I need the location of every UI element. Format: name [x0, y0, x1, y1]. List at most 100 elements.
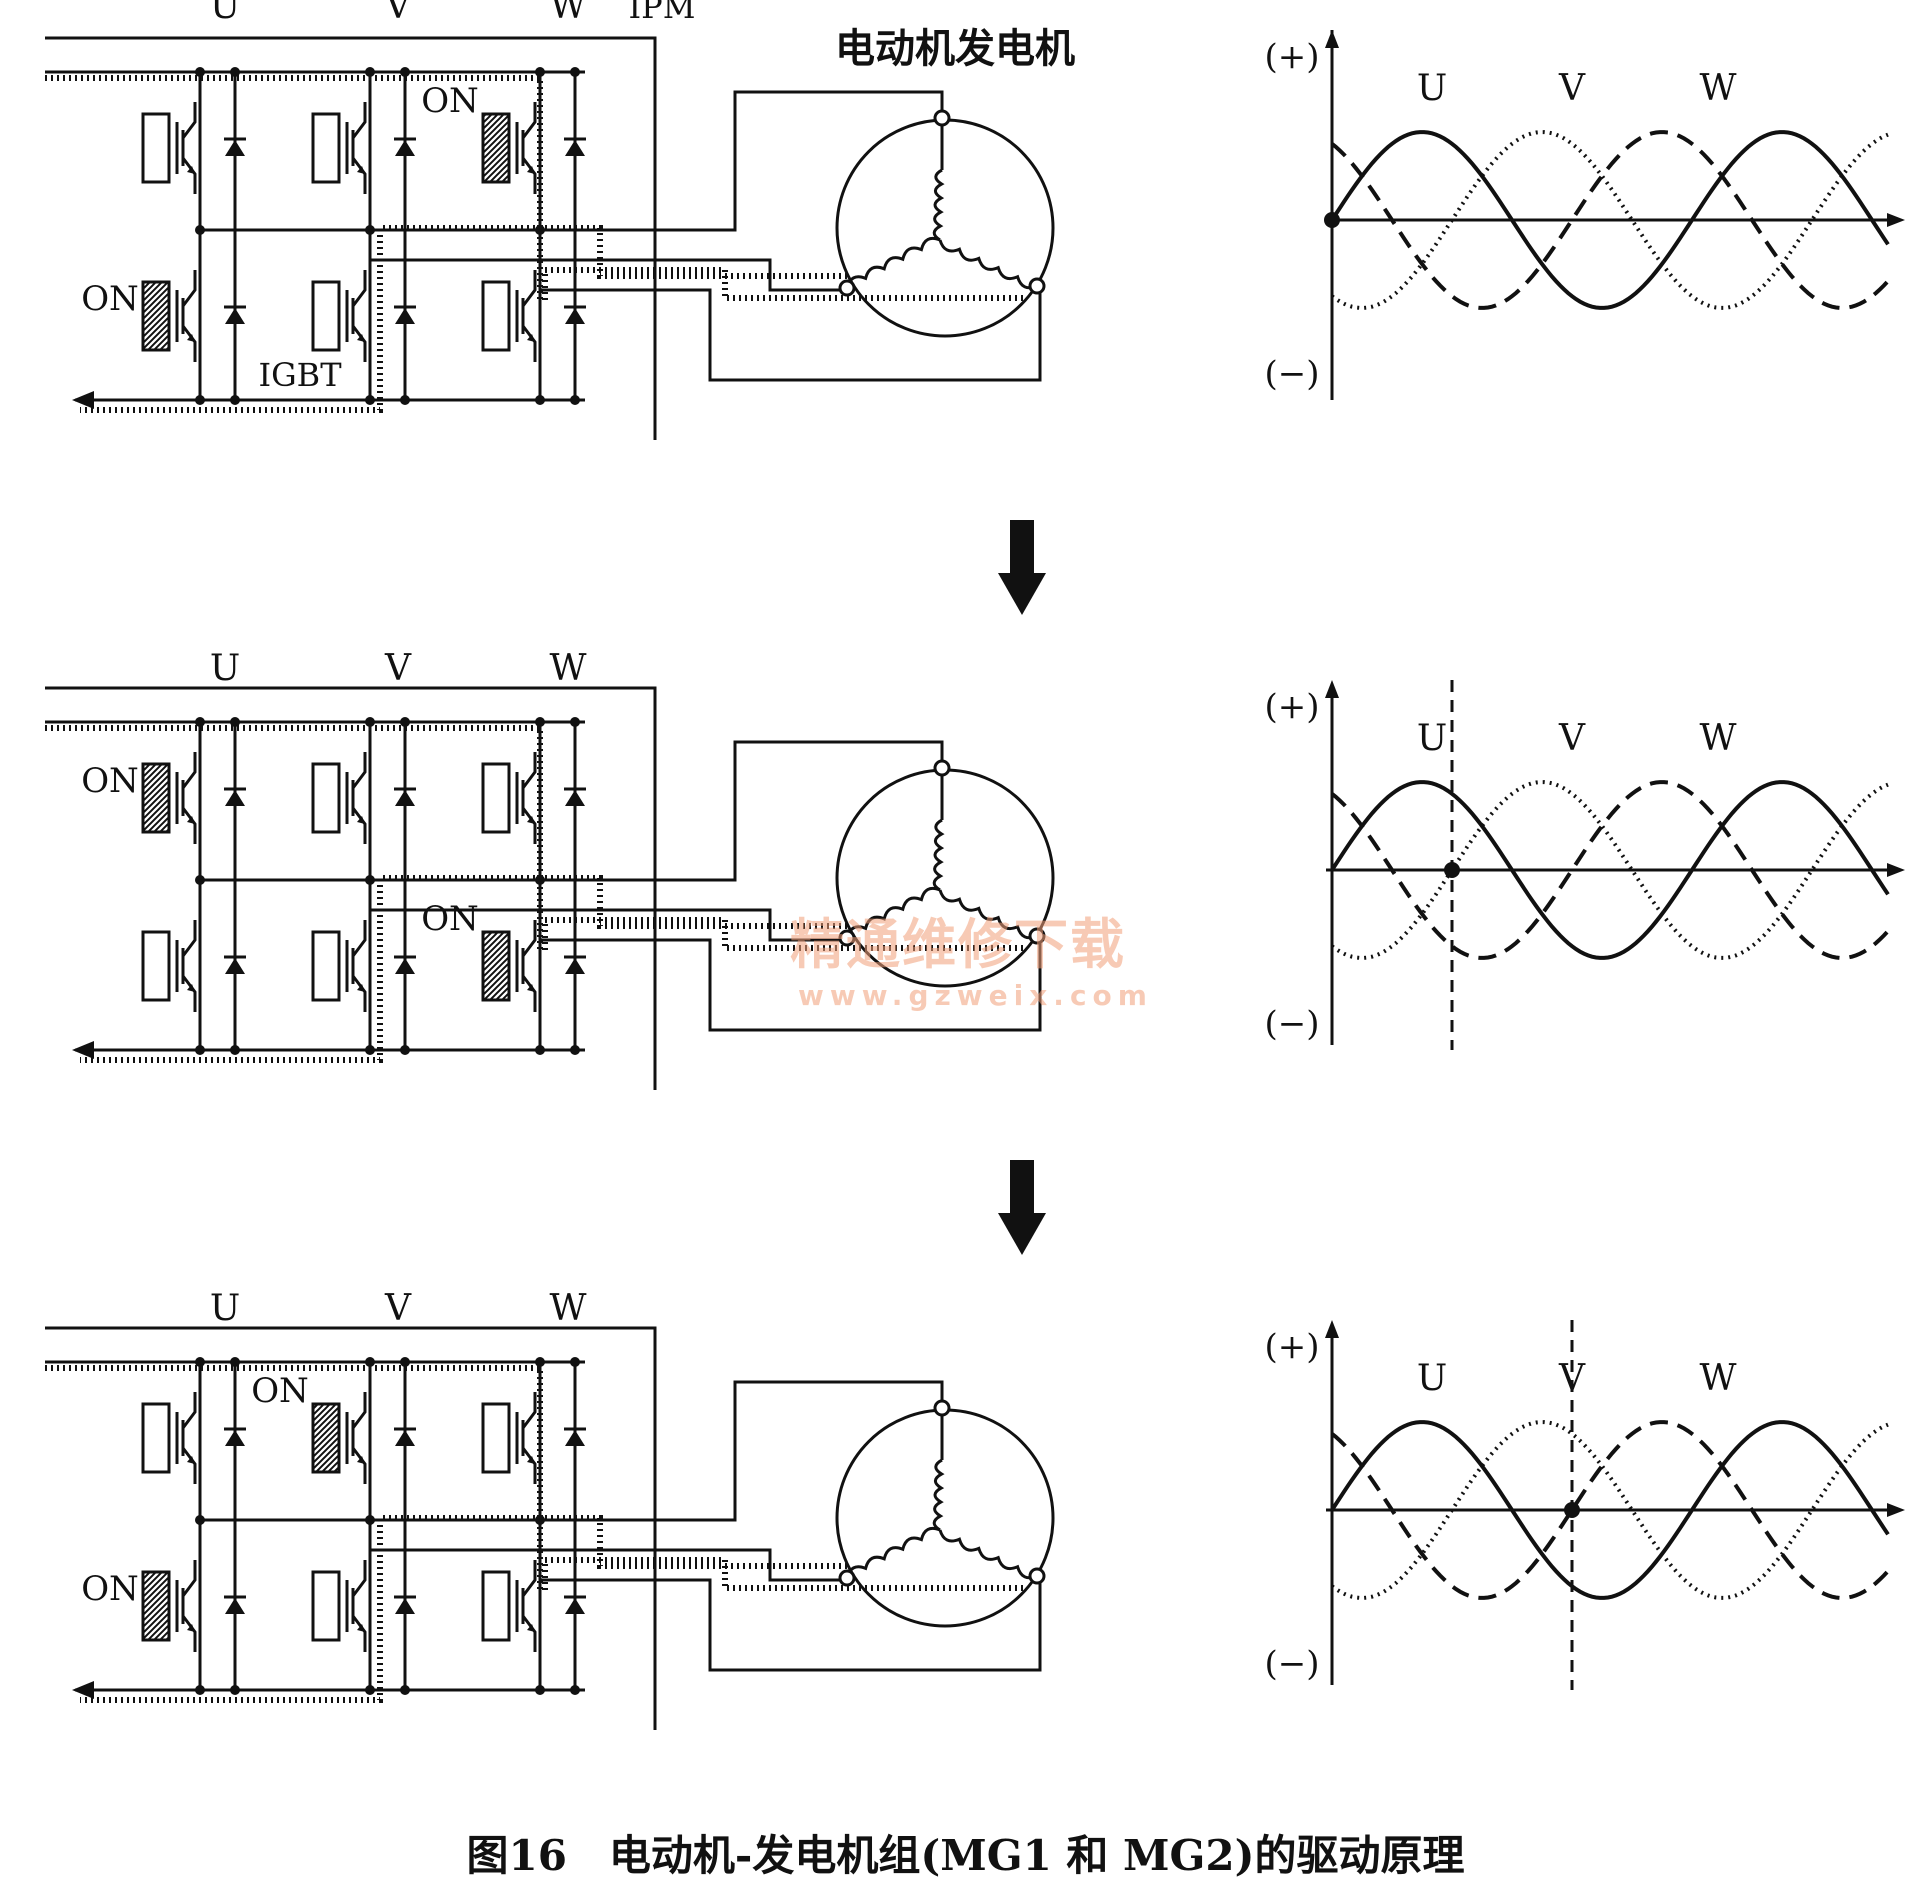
junction-dot: [365, 1357, 375, 1367]
winding-U: [932, 818, 945, 892]
igbt-emitter: [351, 325, 367, 362]
igbt-gate-box: [481, 280, 511, 352]
on-label-U-upper: ON: [81, 761, 139, 801]
diode-triangle: [565, 1430, 585, 1446]
igbt-W-upper: [481, 1392, 537, 1484]
junction-dot: [535, 1685, 545, 1695]
time-marker-dot: [1564, 1502, 1580, 1518]
igbt-emitter: [521, 325, 537, 362]
axis-minus-label: (−): [1264, 1644, 1319, 1684]
igbt-emitter-arrow: [357, 1624, 365, 1632]
igbt-collector: [521, 102, 537, 139]
arrow-head: [998, 1213, 1046, 1255]
junction-dot: [365, 1045, 375, 1055]
junction-dot: [365, 717, 375, 727]
current-path-motor: [542, 917, 1025, 951]
return-arrow: [72, 1681, 94, 1699]
junction-dot: [195, 225, 205, 235]
igbt-emitter: [521, 1447, 537, 1484]
igbt-collector: [181, 1392, 197, 1429]
ipm-label: IPM: [629, 0, 696, 26]
igbt-gate-box: [141, 1402, 171, 1474]
axis-plus-label: (+): [1264, 687, 1319, 727]
igbt-gate-box: [481, 762, 511, 834]
diode-triangle: [395, 790, 415, 806]
igbt-emitter: [351, 1447, 367, 1484]
diode-triangle: [565, 958, 585, 974]
igbt-emitter-arrow: [527, 1456, 535, 1464]
diode-W-upper: [564, 137, 586, 156]
junction-dot: [535, 717, 545, 727]
waveform-W: [1330, 130, 1890, 310]
axis-plus-label: (+): [1264, 37, 1319, 77]
on-label-V-upper: ON: [251, 1371, 309, 1411]
junction-dot: [230, 395, 240, 405]
junction-dot: [195, 1357, 205, 1367]
igbt-gate-box: [481, 1402, 511, 1474]
diode-U-upper: [224, 137, 246, 156]
igbt-emitter-arrow: [527, 816, 535, 824]
igbt-collector: [521, 752, 537, 789]
diode-triangle: [395, 308, 415, 324]
diode-W-lower: [564, 955, 586, 974]
junction-dot: [400, 1685, 410, 1695]
phase-label-V: V: [384, 1288, 412, 1329]
winding-U: [932, 168, 945, 242]
igbt-V-upper: [311, 1392, 367, 1484]
ipm-boundary: [45, 36, 657, 440]
motor-terminal-U: [933, 759, 951, 777]
winding-W: [938, 239, 1038, 290]
igbt-emitter-arrow: [187, 334, 195, 342]
igbt-collector: [351, 752, 367, 789]
igbt-gate-box: [311, 762, 341, 834]
igbt-gate-box: [311, 112, 341, 184]
junction-dot: [230, 1045, 240, 1055]
igbt-emitter-arrow: [357, 1456, 365, 1464]
wave-label-W: W: [1699, 718, 1736, 759]
wave-label-W: W: [1699, 68, 1736, 109]
junction-dot: [535, 1045, 545, 1055]
transition-arrow-1: [998, 520, 1046, 615]
igbt-gate-box: [481, 930, 511, 1002]
igbt-V-upper: [311, 752, 367, 844]
diode-V-lower: [394, 305, 416, 324]
igbt-gate-box: [481, 1570, 511, 1642]
wave-label-U: U: [1417, 1358, 1447, 1399]
diode-V-upper: [394, 1427, 416, 1446]
igbt-emitter-arrow: [527, 166, 535, 174]
igbt-gate-box: [481, 112, 511, 184]
on-label-W-upper: ON: [421, 81, 479, 121]
igbt-emitter-arrow: [187, 816, 195, 824]
junction-dot: [195, 1515, 205, 1525]
current-path-return: [80, 1515, 847, 1703]
waveform-U: [1330, 1420, 1890, 1600]
junction-dot: [400, 717, 410, 727]
igbt-gate-box: [141, 112, 171, 184]
junction-dot: [195, 1685, 205, 1695]
junction-dot: [570, 1045, 580, 1055]
junction-dot: [230, 67, 240, 77]
return-arrow: [72, 1041, 94, 1059]
winding-W: [938, 889, 1038, 940]
wave-label-V: V: [1558, 68, 1586, 109]
diode-triangle: [395, 1430, 415, 1446]
junction-dot: [195, 67, 205, 77]
igbt-emitter-arrow: [357, 816, 365, 824]
igbt-W-lower: [481, 1560, 537, 1652]
junction-dot: [195, 395, 205, 405]
diode-triangle: [395, 1598, 415, 1614]
junction-dot: [570, 717, 580, 727]
phase-label-W: W: [549, 1288, 586, 1329]
igbt-collector: [351, 102, 367, 139]
diode-V-lower: [394, 955, 416, 974]
winding-W: [938, 1529, 1038, 1580]
motor-title: 电动机发电机: [835, 25, 1075, 72]
motor-terminal-V: [838, 1569, 856, 1587]
wire-U: [235, 1380, 944, 1522]
igbt-gate-box: [141, 1570, 171, 1642]
igbt-W-upper: [481, 752, 537, 844]
junction-dot: [570, 67, 580, 77]
winding-V: [845, 1526, 941, 1579]
igbt-emitter-arrow: [357, 984, 365, 992]
